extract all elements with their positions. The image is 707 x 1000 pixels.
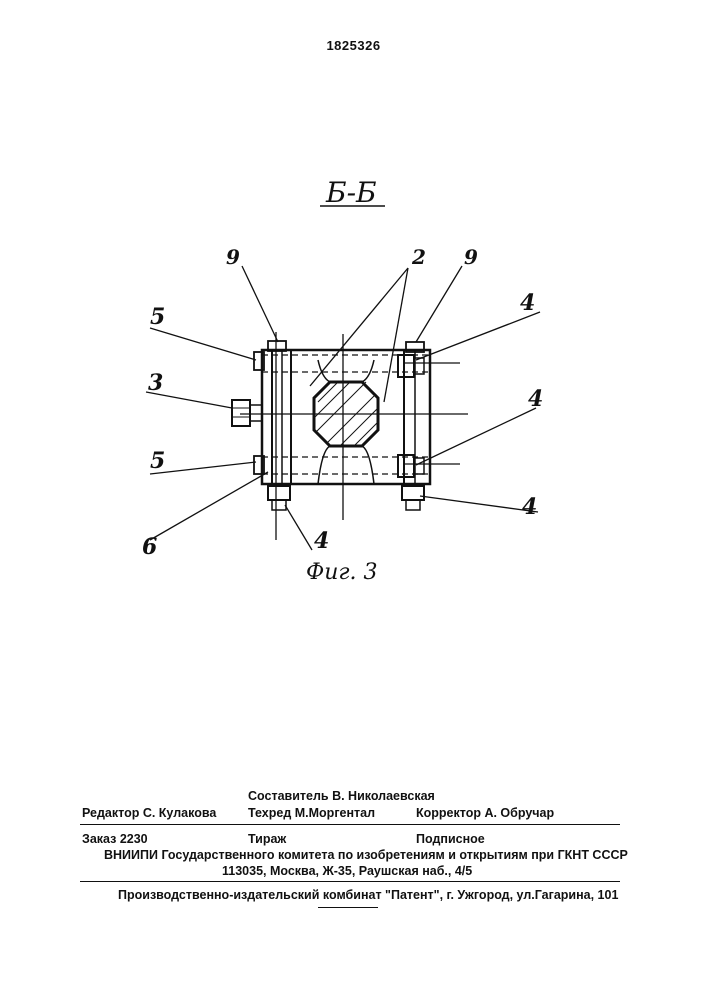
- short-divider: [318, 907, 378, 908]
- compiler-line: Составитель В. Николаевская: [248, 789, 435, 803]
- callout-9-left: 9: [226, 245, 240, 269]
- editor-line: Редактор С. Кулакова: [82, 806, 216, 820]
- callout-3: 3: [148, 370, 163, 396]
- figure-caption: Фиг. 3: [306, 560, 378, 585]
- callout-5-top: 5: [150, 304, 165, 330]
- order-line: Заказ 2230: [82, 832, 148, 846]
- divider-bottom: [80, 881, 620, 882]
- callout-4-right-bottom: 4: [522, 494, 537, 520]
- address-line: 113035, Москва, Ж-35, Раушская наб., 4/5: [222, 864, 472, 878]
- callout-9-right: 9: [464, 245, 478, 269]
- callout-2: 2: [412, 245, 426, 269]
- subscription-line: Подписное: [416, 832, 485, 846]
- callout-4-bottom: 4: [314, 528, 329, 554]
- divider-top: [80, 824, 620, 825]
- techeditor-line: Техред М.Моргентал: [248, 806, 375, 820]
- callout-4-right-mid: 4: [528, 386, 543, 412]
- callout-6: 6: [142, 534, 157, 560]
- callout-4-right-top: 4: [520, 290, 535, 316]
- corrector-line: Корректор А. Обручар: [416, 806, 554, 820]
- section-label: Б-Б: [326, 176, 377, 209]
- circulation-line: Тираж: [248, 832, 286, 846]
- publisher-line: Производственно-издательский комбинат "П…: [118, 888, 618, 902]
- callout-5-bottom: 5: [150, 448, 165, 474]
- institution-line: ВНИИПИ Государственного комитета по изоб…: [104, 848, 628, 862]
